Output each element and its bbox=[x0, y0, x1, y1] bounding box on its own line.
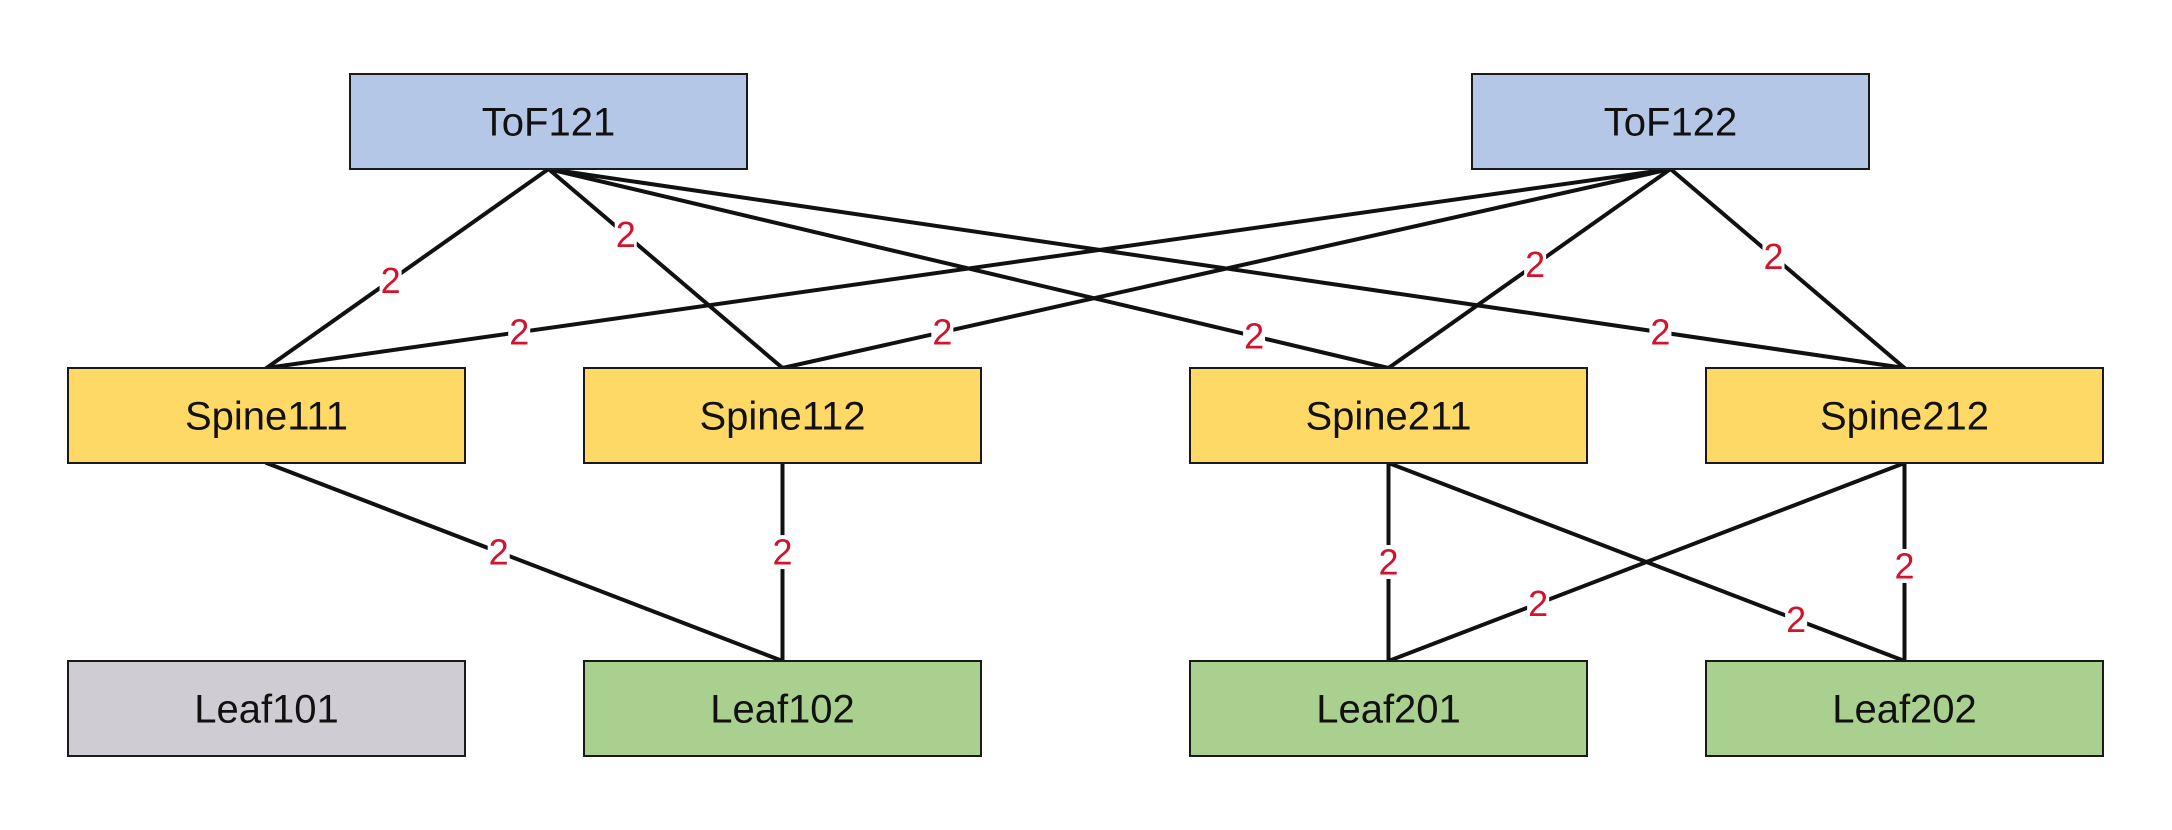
edge-label-text: 2 bbox=[489, 532, 509, 573]
edge-label-text: 2 bbox=[1650, 312, 1670, 353]
node-spine112: Spine112 bbox=[583, 367, 982, 464]
edge-label-background bbox=[614, 217, 637, 252]
node-spine212: Spine212 bbox=[1705, 367, 2104, 464]
edge-label-background bbox=[1527, 586, 1550, 621]
edge-label-background bbox=[1893, 548, 1916, 583]
edge-label-background bbox=[931, 315, 954, 350]
node-box bbox=[67, 660, 466, 757]
node-tof122: ToF122 bbox=[1471, 73, 1870, 170]
node-leaf202: Leaf202 bbox=[1705, 660, 2104, 757]
edge-label-tof121-spine211: 2 bbox=[1243, 316, 1266, 357]
edge-label-text: 2 bbox=[1894, 545, 1914, 586]
edge-label-background bbox=[1377, 545, 1400, 579]
edge-spine212-leaf201 bbox=[1386, 461, 1907, 663]
edge-label-text: 2 bbox=[1244, 316, 1264, 357]
node-box bbox=[583, 660, 982, 757]
edge-label-tof121-spine212: 2 bbox=[1649, 312, 1672, 353]
edge-label-tof122-spine211: 2 bbox=[1524, 244, 1547, 285]
edge-label-text: 2 bbox=[1378, 542, 1398, 583]
edge-label-spine211-leaf202: 2 bbox=[1785, 599, 1808, 640]
edge-tof122-spine112 bbox=[780, 167, 1673, 370]
edge-label-spine212-leaf201: 2 bbox=[1527, 583, 1550, 624]
edge-tof122-spine212 bbox=[1668, 167, 1907, 370]
edge-tof122-spine111 bbox=[264, 167, 1673, 370]
node-tof121: ToF121 bbox=[349, 73, 748, 170]
node-leaf101: Leaf101 bbox=[67, 660, 466, 757]
node-label: Spine111 bbox=[185, 395, 348, 439]
edge-label-tof121-spine112: 2 bbox=[614, 214, 637, 255]
edge-label-background bbox=[1524, 247, 1547, 282]
edge-label-background bbox=[487, 535, 510, 570]
edge-spine111-leaf102 bbox=[264, 461, 785, 663]
edge-label-text: 2 bbox=[616, 214, 636, 255]
edge-label-background bbox=[1762, 239, 1785, 274]
node-label: ToF122 bbox=[1604, 101, 1737, 145]
node-spine211: Spine211 bbox=[1189, 367, 1588, 464]
edge-label-tof122-spine111: 2 bbox=[508, 312, 531, 353]
node-label: Leaf201 bbox=[1316, 688, 1461, 732]
node-leaf102: Leaf102 bbox=[583, 660, 982, 757]
node-box bbox=[583, 367, 982, 464]
edge-label-background bbox=[508, 315, 531, 350]
edges-layer bbox=[264, 167, 1907, 663]
node-box bbox=[1189, 660, 1588, 757]
node-leaf201: Leaf201 bbox=[1189, 660, 1588, 757]
edge-label-tof122-spine212: 2 bbox=[1762, 236, 1785, 277]
edge-label-text: 2 bbox=[1786, 599, 1806, 640]
edge-labels-layer: 2 2 2 2 2 2 2 2 2 2 2 2 2 2 bbox=[379, 214, 1916, 640]
node-box bbox=[1705, 660, 2104, 757]
edge-label-spine111-leaf102: 2 bbox=[487, 532, 510, 573]
node-spine111: Spine111 bbox=[67, 367, 466, 464]
edge-label-background bbox=[1243, 319, 1266, 354]
edge-label-text: 2 bbox=[772, 532, 792, 573]
edge-label-background bbox=[1649, 315, 1672, 350]
edge-label-background bbox=[379, 263, 402, 298]
edge-label-text: 2 bbox=[509, 312, 529, 353]
node-label: Leaf101 bbox=[194, 688, 339, 732]
node-box bbox=[1189, 367, 1588, 464]
node-label: Leaf102 bbox=[710, 688, 855, 732]
node-label: Leaf202 bbox=[1832, 688, 1977, 732]
node-box bbox=[1471, 73, 1870, 170]
node-label: Spine212 bbox=[1820, 395, 1989, 439]
node-label: Spine112 bbox=[699, 395, 865, 439]
edge-tof121-spine111 bbox=[264, 167, 551, 370]
edge-label-text: 2 bbox=[381, 260, 401, 301]
edge-label-tof121-spine111: 2 bbox=[379, 260, 402, 301]
edge-label-spine212-leaf202: 2 bbox=[1893, 545, 1916, 586]
edge-tof121-spine112 bbox=[546, 167, 785, 370]
edge-label-text: 2 bbox=[1763, 236, 1783, 277]
edge-label-text: 2 bbox=[932, 312, 952, 353]
node-label: Spine211 bbox=[1305, 395, 1471, 439]
edge-label-background bbox=[1785, 602, 1808, 637]
edge-label-text: 2 bbox=[1528, 583, 1548, 624]
edge-label-tof122-spine112: 2 bbox=[931, 312, 954, 353]
edge-label-spine211-leaf201: 2 bbox=[1377, 542, 1400, 583]
edge-label-background bbox=[771, 535, 794, 570]
node-box bbox=[349, 73, 748, 170]
node-label: ToF121 bbox=[482, 101, 615, 145]
edge-label-text: 2 bbox=[1525, 244, 1545, 285]
edge-label-spine112-leaf102: 2 bbox=[771, 532, 794, 573]
node-box bbox=[1705, 367, 2104, 464]
node-box bbox=[67, 367, 466, 464]
